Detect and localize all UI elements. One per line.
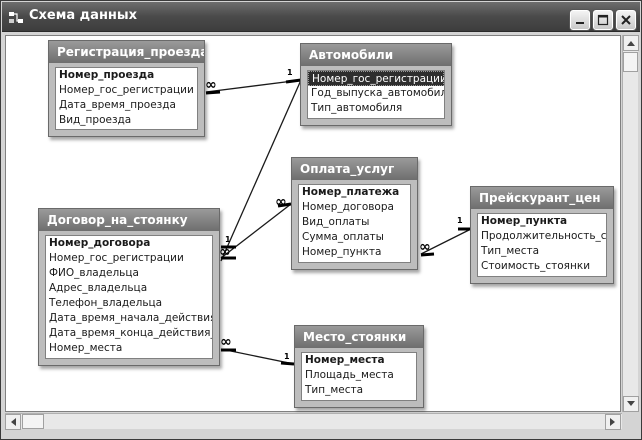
primary-key-field[interactable]: Номер_платежа: [302, 186, 400, 198]
arrow-left-icon: [11, 418, 16, 426]
relationship-end-stub: [285, 78, 302, 84]
field[interactable]: Номер_места: [49, 342, 123, 354]
relationship-end-stub: [205, 90, 221, 95]
field[interactable]: Дата_время_проезда: [59, 99, 176, 111]
field[interactable]: Номер_пункта: [302, 246, 382, 258]
field[interactable]: Номер_гос_регистрации: [59, 84, 194, 96]
one-marker: 1: [287, 68, 293, 77]
primary-key-field[interactable]: Номер_договора: [49, 237, 151, 249]
field[interactable]: ФИО_владельца: [49, 267, 139, 279]
field[interactable]: Площадь_места: [305, 369, 394, 381]
table-registration[interactable]: Регистрация_проезда Номер_проезда Номер_…: [48, 40, 205, 137]
field[interactable]: Номер_гос_регистрации: [49, 252, 184, 264]
field[interactable]: Тип_места: [481, 245, 540, 257]
one-marker: 1: [225, 235, 231, 244]
table-title[interactable]: Регистрация_проезда: [49, 41, 204, 63]
relationships-icon: [9, 12, 23, 23]
arrow-up-icon: [627, 41, 635, 46]
primary-key-field[interactable]: Номер_проезда: [59, 69, 155, 81]
scroll-thumb[interactable]: [623, 52, 638, 72]
table-parking[interactable]: Место_стоянки Номер_места Площадь_места …: [294, 325, 424, 408]
table-title[interactable]: Прейскурант_цен: [471, 187, 613, 209]
arrow-right-icon: [610, 418, 615, 426]
field[interactable]: Год_выпуска_автомобиля: [311, 87, 445, 99]
field[interactable]: Дата_время_конца_действия_дог: [49, 327, 212, 339]
table-title[interactable]: Место_стоянки: [295, 326, 423, 348]
scroll-right-button[interactable]: [605, 414, 621, 430]
scroll-up-button[interactable]: [623, 35, 639, 51]
title-bar[interactable]: Схема данных: [2, 2, 640, 32]
maximize-button[interactable]: [593, 10, 613, 30]
one-marker: 1: [457, 216, 463, 225]
horizontal-scrollbar[interactable]: [5, 413, 622, 430]
field-list: Номер_места Площадь_места Тип_места: [301, 352, 417, 401]
field[interactable]: Вид_проезда: [59, 114, 132, 126]
field[interactable]: Номер_договора: [302, 201, 394, 213]
primary-key-field[interactable]: Номер_пункта: [481, 215, 568, 227]
table-title[interactable]: Оплата_услуг: [292, 158, 417, 180]
field[interactable]: Продолжительность_стоя: [481, 230, 607, 242]
relationship-line: [220, 203, 292, 259]
relationship-end-stub: [420, 252, 435, 257]
field-list: Номер_пункта Продолжительность_стоя Тип_…: [477, 213, 607, 277]
window-title: Схема данных: [29, 8, 138, 23]
many-marker: ∞: [219, 244, 231, 260]
field[interactable]: Вид_оплаты: [302, 216, 370, 228]
table-cars[interactable]: Автомобили Номер_гос_регистрации Год_вып…: [300, 43, 452, 126]
resize-grip[interactable]: [623, 413, 639, 429]
schema-canvas[interactable]: ∞ 1 1 ∞ ∞ ∞ 1 ∞ 1 Регистрация_проезда Но…: [5, 35, 621, 412]
many-marker: ∞: [220, 334, 232, 350]
scroll-thumb[interactable]: [22, 414, 44, 429]
field[interactable]: Телефон_владельца: [49, 297, 163, 309]
relationship-line: [220, 79, 302, 262]
relationship-line: [420, 228, 472, 255]
minimize-button[interactable]: [570, 10, 590, 30]
relationship-end-stub: [280, 361, 295, 366]
table-contract[interactable]: Договор_на_стоянку Номер_договора Номер_…: [38, 208, 220, 366]
relationship-line: [205, 79, 302, 93]
field-list: Номер_гос_регистрации Год_выпуска_автомо…: [307, 70, 445, 119]
field[interactable]: Стоимость_стоянки: [481, 260, 591, 272]
many-marker: ∞: [205, 77, 217, 93]
field[interactable]: Сумма_оплаты: [302, 231, 384, 243]
scroll-left-button[interactable]: [5, 414, 21, 430]
primary-key-field[interactable]: Номер_места: [305, 354, 385, 366]
field[interactable]: Дата_время_начала_действия_до: [49, 312, 212, 324]
scroll-down-button[interactable]: [623, 396, 639, 412]
many-marker: ∞: [419, 239, 431, 255]
relationship-lines: ∞ 1 1 ∞ ∞ ∞ 1 ∞ 1: [205, 68, 472, 366]
one-marker: 1: [284, 352, 290, 361]
field-list: Номер_договора Номер_гос_регистрации ФИО…: [45, 235, 213, 359]
vertical-scrollbar[interactable]: [622, 35, 639, 412]
maximize-icon: [597, 14, 609, 26]
field[interactable]: Тип_места: [305, 384, 364, 396]
field[interactable]: Адрес_владельца: [49, 282, 148, 294]
close-icon: [621, 15, 631, 25]
field[interactable]: Тип_автомобиля: [311, 102, 403, 114]
table-title[interactable]: Автомобили: [301, 44, 451, 66]
selected-field[interactable]: Номер_гос_регистрации: [308, 71, 444, 86]
arrow-down-icon: [627, 401, 635, 406]
field-list: Номер_проезда Номер_гос_регистрации Дата…: [55, 67, 198, 130]
close-button[interactable]: [616, 10, 636, 30]
table-title[interactable]: Договор_на_стоянку: [39, 209, 219, 231]
minimize-icon: [576, 22, 584, 24]
table-pricelist[interactable]: Прейскурант_цен Номер_пункта Продолжител…: [470, 186, 614, 284]
field-list: Номер_платежа Номер_договора Вид_оплаты …: [298, 184, 411, 263]
table-payment[interactable]: Оплата_услуг Номер_платежа Номер_договор…: [291, 157, 418, 270]
relationship-end-stub: [277, 202, 292, 208]
many-marker: ∞: [275, 194, 287, 210]
